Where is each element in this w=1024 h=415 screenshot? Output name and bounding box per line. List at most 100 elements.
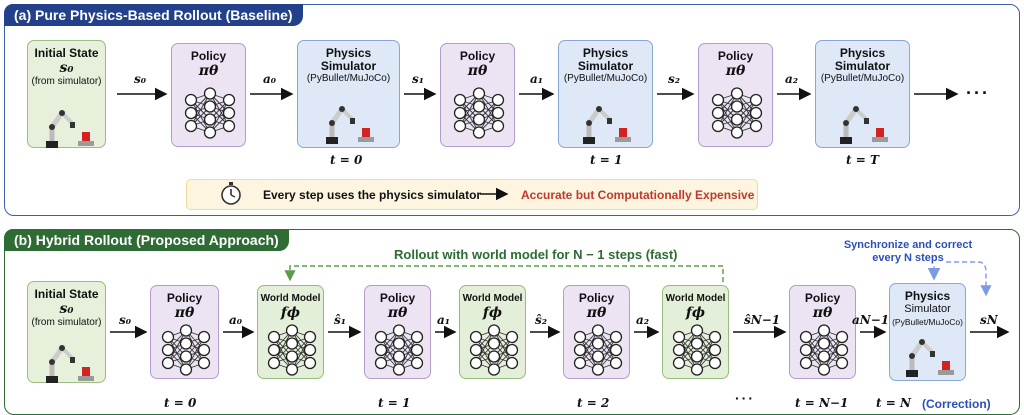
sim-title-2: Simulator [904,303,951,315]
robot-arm-icon [42,342,94,383]
time-label-t2: t = 2 [577,396,610,410]
neural-network-icon [573,324,623,376]
ellipsis-b: ··· [735,390,755,406]
sync-text: Synchronize and correct every N steps [840,239,976,265]
arrow-label-a1: a₁ [530,72,544,86]
policy-title: Policy [190,49,227,63]
sim-sub: (PyBullet/MuJoCo) [820,73,905,84]
robot-arm-icon [836,103,888,145]
neural-network-icon [184,84,236,142]
initial-state-b: Initial State s₀ (from simulator) [27,281,106,383]
sim-sub: (PyBullet/MuJoCo) [306,73,391,84]
arrow-label-s2: s₂ [668,72,681,86]
simulator-box-b: Physics Simulator (PyBullet/MuJoCo) [889,283,966,381]
arrow-label-s0: s₀ [119,313,132,327]
policy-symbol: πθ [725,63,746,79]
wm-symbol: fϕ [685,305,706,321]
ellipsis-a: ··· [966,83,990,103]
world-model-box-1: World Model fϕ [257,285,324,379]
simulator-box-a2: Physics Simulator (PyBullet/MuJoCo) [558,40,653,148]
policy-box-b2: Policy πθ [364,285,431,379]
policy-box-b3: Policy πθ [563,285,630,379]
arrow-label-a2: a₂ [785,72,799,86]
sync-text-line-1: Synchronize and correct [843,239,973,251]
policy-title: Policy [578,291,615,305]
simulator-box-a1: Physics Simulator (PyBullet/MuJoCo) [297,40,400,148]
simulator-box-a3: Physics Simulator (PyBullet/MuJoCo) [815,40,910,148]
wm-title: World Model [462,293,523,304]
policy-title: Policy [166,291,203,305]
policy-symbol: πθ [467,63,488,79]
arrow-label-sN: sN [980,313,998,327]
note-box: Every step uses the physics simulator Ac… [186,179,758,210]
policy-symbol: πθ [387,305,408,321]
arrow-label-s0: s₀ [134,72,147,86]
policy-box-a2: Policy πθ [440,43,515,147]
world-model-box-3: World Model fϕ [662,285,729,379]
time-label-t0: t = 0 [164,396,197,410]
time-label-t1: t = 1 [590,153,623,167]
time-label-tN: t = N [876,396,911,410]
robot-arm-icon [902,336,954,378]
policy-title: Policy [379,291,416,305]
arrow-label-a0: a₀ [263,72,277,86]
sim-title-2: Simulator [577,59,634,73]
arrow-label-a1: a₁ [437,313,451,327]
policy-title: Policy [717,49,754,63]
initial-state-a: Initial State s₀ (from simulator) [27,40,106,148]
sync-text-line-2: every N steps [872,252,944,264]
policy-box-a1: Policy πθ [171,43,246,147]
wm-symbol: fϕ [280,305,301,321]
sim-title-1: Physics [839,46,886,60]
panel-b-title: (b) Hybrid Rollout (Proposed Approach) [4,229,289,251]
neural-network-icon [453,84,505,142]
neural-network-icon [799,324,849,376]
world-model-loop-text: Rollout with world model for N − 1 steps… [394,247,678,262]
policy-box-a3: Policy πθ [698,43,773,147]
neural-network-icon [711,84,763,142]
stopwatch-icon-drawing [221,182,241,205]
panel-a-title: (a) Pure Physics-Based Rollout (Baseline… [4,4,303,26]
sim-sub: (PyBullet/MuJoCo) [563,73,648,84]
policy-title: Policy [459,49,496,63]
initial-state-title: Initial State [34,287,99,301]
initial-state-sub: (from simulator) [31,76,102,87]
neural-network-icon [469,324,519,376]
policy-symbol: πθ [198,63,219,79]
arrow-label-shat2: ŝ₂ [535,313,548,327]
policy-symbol: πθ [812,305,833,321]
sim-sub: (PyBullet/MuJoCo) [892,317,963,327]
initial-state-symbol: s₀ [59,301,74,317]
correction-label: (Correction) [922,397,991,411]
wm-symbol: fϕ [482,305,503,321]
time-label-t0: t = 0 [330,153,363,167]
policy-symbol: πθ [586,305,607,321]
arrow-label-shat1: ŝ₁ [334,313,347,327]
sim-title-1: Physics [904,289,951,303]
time-label-tN-1: t = N−1 [795,396,849,410]
policy-box-b1: Policy πθ [150,285,219,379]
time-label-tT: t = T [846,153,879,167]
arrow-label-shatN-1: ŝN−1 [744,313,781,327]
policy-box-b4: Policy πθ [789,285,856,379]
robot-arm-icon [322,103,374,145]
neural-network-icon [374,324,424,376]
neural-network-icon [161,324,211,376]
arrow-label-a0: a₀ [229,313,243,327]
arrow-label-s1: s₁ [412,72,425,86]
time-label-t1: t = 1 [378,396,411,410]
note-text: Every step uses the physics simulator [263,188,482,202]
policy-symbol: πθ [174,305,195,321]
world-model-box-2: World Model fϕ [459,285,526,379]
policy-title: Policy [804,291,841,305]
initial-state-symbol: s₀ [59,60,74,76]
wm-title: World Model [260,293,321,304]
arrow-label-aN-1: aN−1 [852,313,890,327]
initial-state-title: Initial State [34,46,99,60]
sim-title-1: Physics [325,46,372,60]
sim-title-2: Simulator [834,59,891,73]
robot-arm-icon [579,103,631,145]
sim-title-2: Simulator [320,59,377,73]
initial-state-sub: (from simulator) [31,317,102,328]
